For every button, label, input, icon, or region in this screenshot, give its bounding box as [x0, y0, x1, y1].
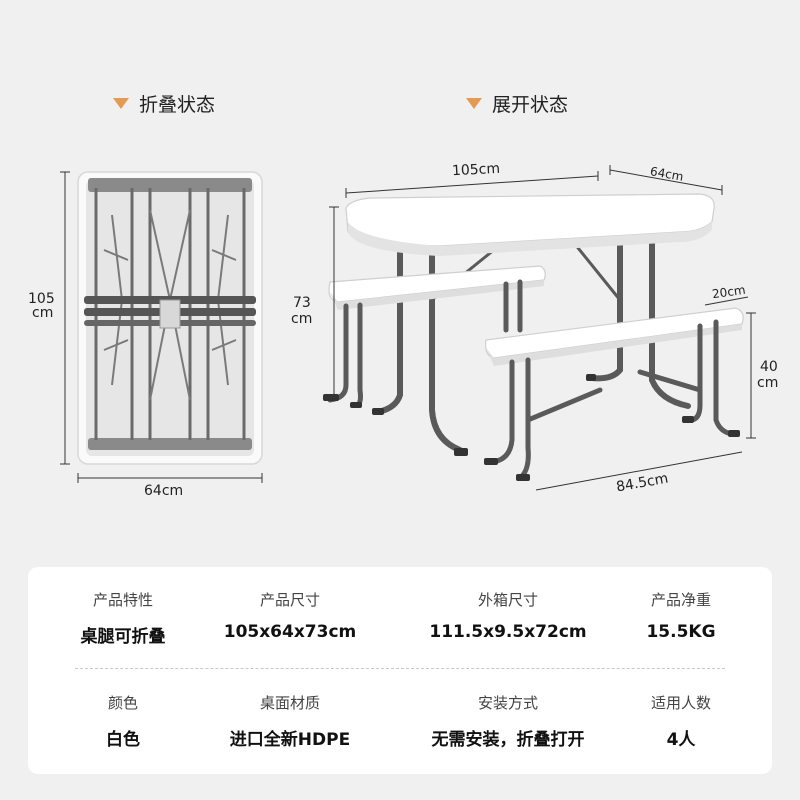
product-illustration: [60, 165, 756, 491]
spec-cell-feature: 产品特性 桌腿可折叠: [81, 589, 166, 647]
table-height-num: 73: [293, 295, 311, 311]
spec-divider: [75, 668, 725, 669]
triangle-marker-icon: [113, 98, 129, 109]
spec-card: 产品特性 桌腿可折叠 产品尺寸 105x64x73cm 外箱尺寸 111.5x9…: [28, 567, 772, 774]
spec-label: 适用人数: [650, 694, 712, 712]
spec-value: 15.5KG: [646, 622, 716, 642]
folded-state-title: 折叠状态: [113, 90, 215, 117]
unfolded-state-title: 展开状态: [466, 90, 568, 117]
spec-label: 安装方式: [477, 694, 538, 712]
spec-cell-color: 颜色 白色: [106, 692, 140, 750]
spec-row: 产品特性 桌腿可折叠 产品尺寸 105x64x73cm 外箱尺寸 111.5x9…: [28, 589, 772, 659]
folded-table-image: [77, 171, 263, 465]
triangle-marker-icon: [466, 98, 482, 109]
spec-value: 111.5x9.5x72cm: [429, 622, 587, 642]
spec-cell-installation: 安装方式 无需安装，折叠打开: [432, 692, 585, 750]
spec-value: 105x64x73cm: [223, 622, 357, 642]
spec-cell-product-size: 产品尺寸 105x64x73cm: [224, 589, 357, 642]
spec-cell-net-weight: 产品净重 15.5KG: [646, 589, 715, 642]
spec-value: 无需安装，折叠打开: [431, 730, 585, 750]
spec-value: 进口全新HDPE: [229, 730, 351, 750]
unfolded-state-label: 展开状态: [492, 94, 569, 116]
spec-cell-capacity: 适用人数 4人: [651, 692, 711, 750]
spec-value: 4人: [666, 730, 696, 750]
spec-value: 桌腿可折叠: [80, 627, 166, 647]
spec-value: 白色: [106, 730, 140, 750]
spec-label: 颜色: [107, 694, 138, 712]
bench-height-unit: cm: [757, 375, 779, 391]
folded-height-unit: cm: [32, 305, 54, 321]
spec-row: 颜色 白色 桌面材质 进口全新HDPE 安装方式 无需安装，折叠打开 适用人数 …: [28, 692, 772, 762]
unfolded-table-image: [323, 193, 744, 481]
spec-label: 产品净重: [650, 591, 712, 609]
bench-height-num: 40: [760, 359, 778, 375]
folded-state-label: 折叠状态: [139, 94, 216, 116]
folded-width: 64cm: [144, 483, 184, 499]
spec-label: 桌面材质: [259, 694, 321, 712]
spec-cell-material: 桌面材质 进口全新HDPE: [230, 692, 350, 750]
folded-height-num: 105: [28, 291, 55, 307]
table-height-unit: cm: [291, 311, 313, 327]
folded-dimension-lines: [60, 171, 263, 483]
spec-cell-box-size: 外箱尺寸 111.5x9.5x72cm: [429, 589, 586, 642]
spec-label: 外箱尺寸: [477, 591, 538, 609]
table-length: 105cm: [451, 160, 501, 180]
unfolded-dimension-lines: [329, 165, 756, 491]
spec-label: 产品特性: [92, 591, 153, 609]
spec-label: 产品尺寸: [259, 591, 320, 609]
